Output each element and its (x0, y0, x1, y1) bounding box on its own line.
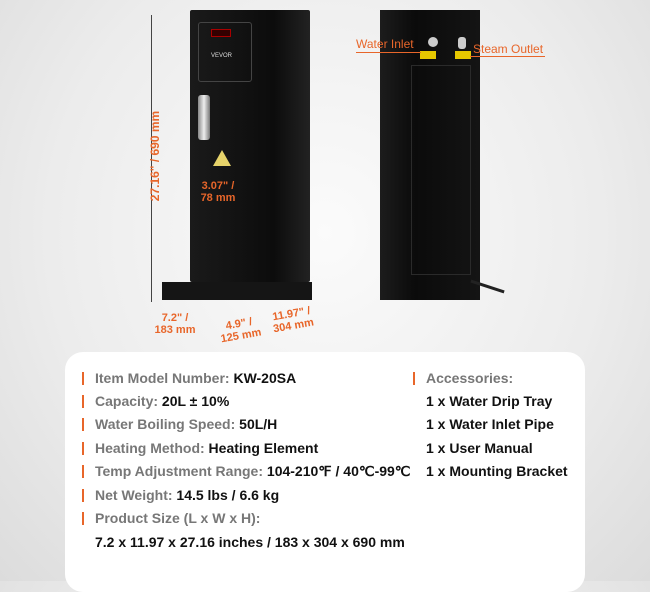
warning-label-icon (213, 150, 231, 166)
spec-row-net-weight: Net Weight: 14.5 lbs / 6.6 kg (82, 487, 279, 503)
accent-bar (82, 512, 84, 525)
faucet-icon (198, 95, 210, 140)
spec-label: Item Model Number: (95, 370, 234, 386)
accent-bar (82, 465, 84, 478)
width-label: 11.97" /304 mm (271, 304, 315, 336)
back-panel (411, 65, 471, 275)
accent-bar (82, 418, 84, 431)
spec-label: Temp Adjustment Range: (95, 463, 267, 479)
product-size-value: 7.2 x 11.97 x 27.16 inches / 183 x 304 x… (95, 534, 405, 550)
accessories-label: Accessories: (426, 370, 514, 386)
accent-bar (82, 442, 84, 455)
spec-value: 14.5 lbs / 6.6 kg (176, 487, 280, 503)
water-inlet-icon (428, 37, 438, 47)
tray-label: 4.9" /125 mm (219, 315, 263, 346)
spec-value: Heating Element (208, 440, 319, 456)
accent-bar (82, 489, 84, 502)
spec-row-product-size: Product Size (L x W x H): (82, 510, 260, 526)
accent-bar (82, 372, 84, 385)
brand-logo: VEVOR (211, 53, 233, 59)
control-panel: VEVOR (198, 22, 252, 82)
temperature-display (211, 29, 231, 37)
spec-value: KW-20SA (233, 370, 297, 386)
spec-label: Heating Method: (95, 440, 209, 456)
depth-label: 7.2" /183 mm (154, 312, 196, 336)
spec-label: Net Weight: (95, 487, 177, 503)
accessories-title: Accessories: (413, 370, 513, 386)
spec-label: Product Size (L x W x H): (95, 510, 261, 526)
spec-value: 20L ± 10% (161, 393, 230, 409)
drip-tray (162, 282, 312, 300)
spec-row-heating-method: Heating Method: Heating Element (82, 440, 318, 456)
spout-width-label: 3.07" /78 mm (200, 180, 236, 204)
accent-bar (82, 395, 84, 408)
spec-card (65, 352, 585, 592)
spec-row-capacity: Capacity: 20L ± 10% (82, 393, 229, 409)
steam-outlet-callout-line (470, 56, 545, 57)
accent-bar (413, 372, 415, 385)
steam-outlet-callout: Steam Outlet (473, 42, 544, 56)
accessory-item: 1 x Water Drip Tray (426, 393, 553, 409)
height-dimension-line (151, 15, 152, 302)
water-inlet-callout-line (356, 52, 421, 53)
spec-row-temp-range: Temp Adjustment Range: 104-210℉ / 40℃-99… (82, 463, 411, 480)
spec-value: 104-210℉ / 40℃-99℃ (266, 463, 411, 479)
outlet-tag (455, 51, 471, 59)
spec-value: 50L/H (239, 416, 278, 432)
inlet-tag (420, 51, 436, 59)
accessory-item: 1 x Water Inlet Pipe (426, 416, 554, 432)
spec-row-model: Item Model Number: KW-20SA (82, 370, 296, 386)
accessory-item: 1 x User Manual (426, 440, 533, 456)
spec-label: Capacity: (95, 393, 162, 409)
boiler-body (190, 10, 310, 282)
height-dimension-label: 27.16" / 690 mm (148, 110, 162, 202)
spec-row-boiling-speed: Water Boiling Speed: 50L/H (82, 416, 277, 432)
accessory-item: 1 x Mounting Bracket (426, 463, 568, 479)
steam-outlet-icon (458, 37, 466, 49)
water-inlet-callout: Water Inlet (356, 37, 414, 51)
spec-label: Water Boiling Speed: (95, 416, 240, 432)
